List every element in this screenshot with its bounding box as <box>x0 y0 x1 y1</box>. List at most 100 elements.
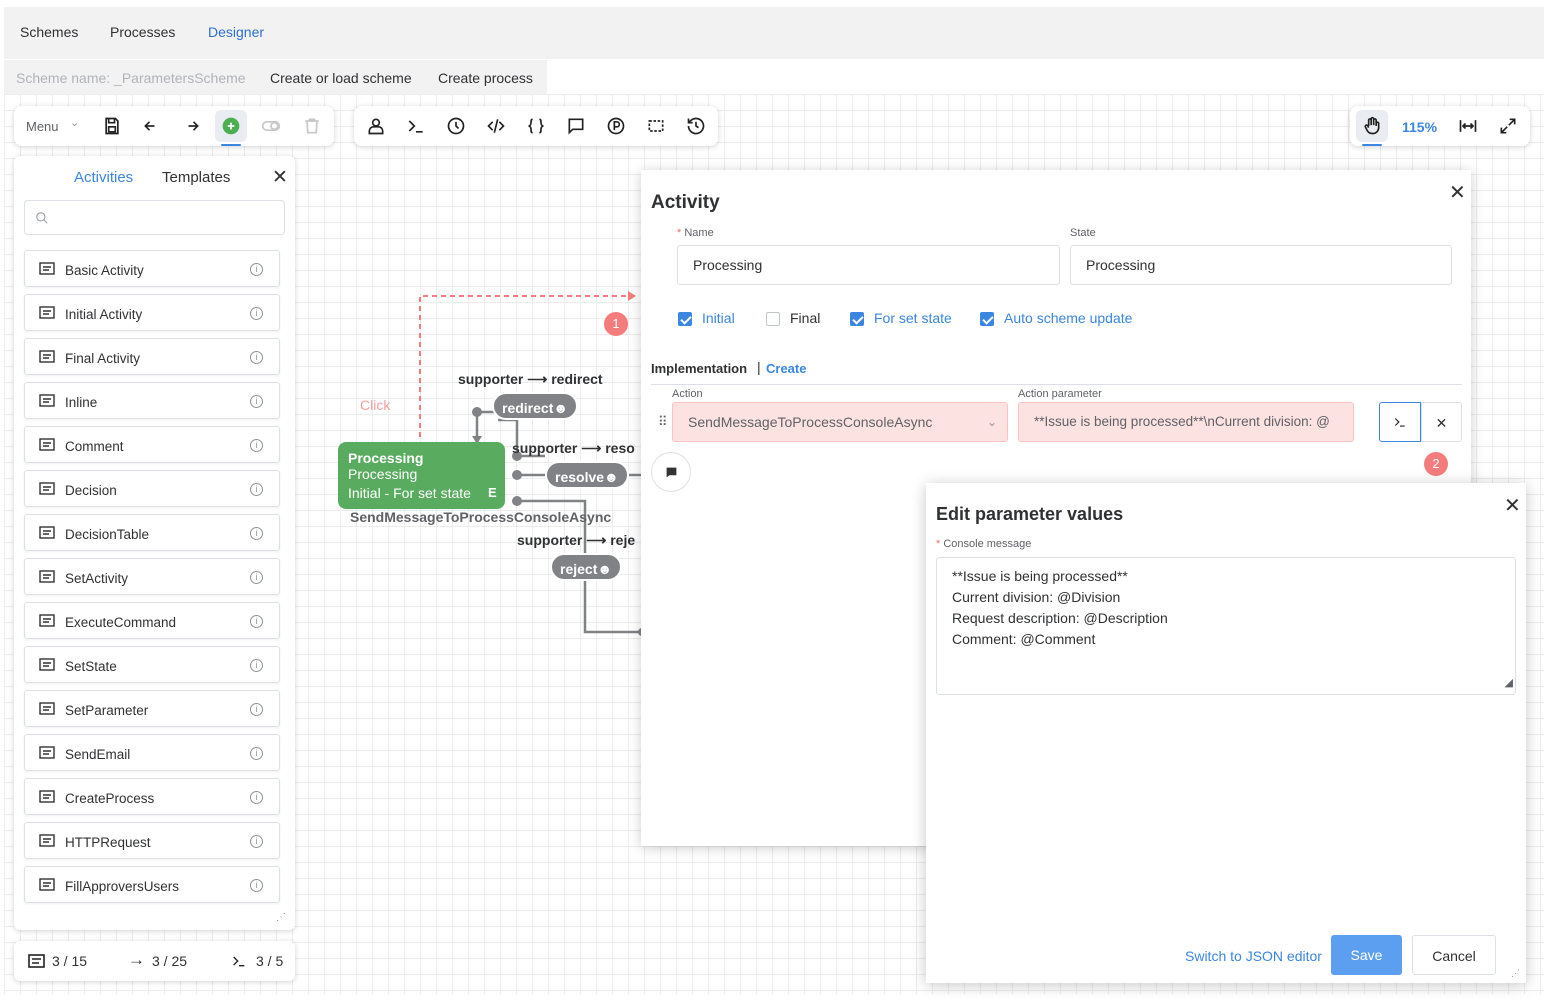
timer-icon[interactable] <box>440 110 472 142</box>
activity-type-icon <box>39 261 57 277</box>
activity-type-icon <box>39 305 57 321</box>
code-icon[interactable] <box>480 110 512 142</box>
separator: | <box>757 359 761 375</box>
hand-pan-icon[interactable] <box>1356 110 1388 146</box>
tab-templates[interactable]: Templates <box>162 169 231 186</box>
activity-type-icon <box>39 833 57 849</box>
switch-json-editor-link[interactable]: Switch to JSON editor <box>1185 948 1322 964</box>
command-icon[interactable] <box>400 110 432 142</box>
add-comment-button[interactable] <box>651 452 691 492</box>
transition-pill-redirect[interactable]: redirect☻ <box>492 392 579 420</box>
transition-label-resolve: supporter ⟶ reso <box>512 440 635 456</box>
actor-icon[interactable] <box>360 110 392 142</box>
create-process-link[interactable]: Create process <box>438 70 533 86</box>
trash-icon[interactable] <box>296 110 328 142</box>
name-field[interactable]: Processing <box>677 245 1060 285</box>
activity-type-icon <box>39 745 57 761</box>
action-parameter-input[interactable]: **Issue is being processed**\nCurrent di… <box>1018 402 1354 442</box>
nav-processes[interactable]: Processes <box>110 24 176 40</box>
zoom-level[interactable]: 115% <box>1402 119 1438 135</box>
activity-item[interactable]: SetActivity i <box>24 558 280 595</box>
info-icon[interactable]: i <box>250 263 263 276</box>
edit-parameter-button[interactable] <box>1379 402 1421 442</box>
info-icon[interactable]: i <box>250 835 263 848</box>
save-icon[interactable] <box>96 110 128 142</box>
marker-2-badge: 2 <box>1424 452 1448 476</box>
cancel-button[interactable]: Cancel <box>1412 935 1496 975</box>
resize-handle-icon[interactable]: ⋰ <box>276 912 286 923</box>
selection-icon[interactable] <box>640 110 672 142</box>
activity-item[interactable]: SetParameter i <box>24 690 280 727</box>
info-icon[interactable]: i <box>250 483 263 496</box>
chevron-down-icon[interactable]: ⌄ <box>70 117 80 129</box>
history-icon[interactable] <box>680 110 712 142</box>
resize-handle-icon[interactable]: ◢ <box>1504 677 1513 689</box>
transition-pill-reject[interactable]: reject☻ <box>550 553 623 581</box>
remove-action-button[interactable]: ✕ <box>1421 402 1462 442</box>
search-icon <box>36 212 48 224</box>
parameter-icon[interactable] <box>600 110 632 142</box>
info-icon[interactable]: i <box>250 439 263 452</box>
user-icon: ☻ <box>597 561 613 577</box>
undo-icon[interactable] <box>136 110 168 142</box>
info-icon[interactable]: i <box>250 351 263 364</box>
info-icon[interactable]: i <box>250 747 263 760</box>
search-input[interactable] <box>24 200 285 235</box>
drag-handle-icon[interactable]: ⠿ <box>658 414 668 429</box>
braces-icon[interactable] <box>520 110 552 142</box>
info-icon[interactable]: i <box>250 879 263 892</box>
activity-item[interactable]: ExecuteCommand i <box>24 602 280 639</box>
nav-designer[interactable]: Designer <box>208 24 265 40</box>
add-icon[interactable] <box>215 110 247 146</box>
info-icon[interactable]: i <box>250 571 263 584</box>
close-icon[interactable]: ✕ <box>1449 182 1466 204</box>
transition-pill-resolve[interactable]: resolve☻ <box>545 461 629 489</box>
info-icon[interactable]: i <box>250 703 263 716</box>
info-icon[interactable]: i <box>250 527 263 540</box>
comment-icon[interactable] <box>560 110 592 142</box>
toggle-icon[interactable] <box>255 110 287 142</box>
activity-type-icon <box>39 701 57 717</box>
sub-nav: Scheme name: _ParametersScheme Create or… <box>4 60 547 94</box>
fit-width-icon[interactable] <box>1452 110 1484 142</box>
state-field[interactable]: Processing <box>1070 245 1452 285</box>
save-button[interactable]: Save <box>1331 935 1402 975</box>
info-icon[interactable]: i <box>250 659 263 672</box>
resize-handle-icon[interactable]: ⋰ <box>1511 968 1520 978</box>
info-icon[interactable]: i <box>250 615 263 628</box>
command-icon <box>1394 418 1405 427</box>
activity-item-label: SetActivity <box>65 571 129 586</box>
tab-activities[interactable]: Activities <box>74 169 134 186</box>
nav-schemes[interactable]: Schemes <box>20 24 79 40</box>
close-icon[interactable]: ✕ <box>1504 495 1521 517</box>
console-message-textarea[interactable]: **Issue is being processed** Current div… <box>936 557 1516 695</box>
node-title: Processing <box>348 450 424 466</box>
menu-button[interactable]: Menu <box>26 119 59 134</box>
info-icon[interactable]: i <box>250 791 263 804</box>
create-load-scheme-link[interactable]: Create or load scheme <box>270 70 412 86</box>
action-select[interactable]: SendMessageToProcessConsoleAsync ⌄ <box>672 402 1008 442</box>
info-icon[interactable]: i <box>250 307 263 320</box>
fullscreen-icon[interactable] <box>1492 110 1524 142</box>
info-icon[interactable]: i <box>250 395 263 408</box>
close-icon[interactable]: ✕ <box>272 167 288 188</box>
create-link[interactable]: Create <box>766 361 807 376</box>
activity-item-label: ExecuteCommand <box>65 615 177 630</box>
activity-item-label: SetParameter <box>65 703 149 718</box>
redo-icon[interactable] <box>175 110 207 142</box>
view-toolbar: 115% <box>1350 106 1530 146</box>
activity-node-processing[interactable]: Processing Processing Initial - For set … <box>338 442 505 509</box>
